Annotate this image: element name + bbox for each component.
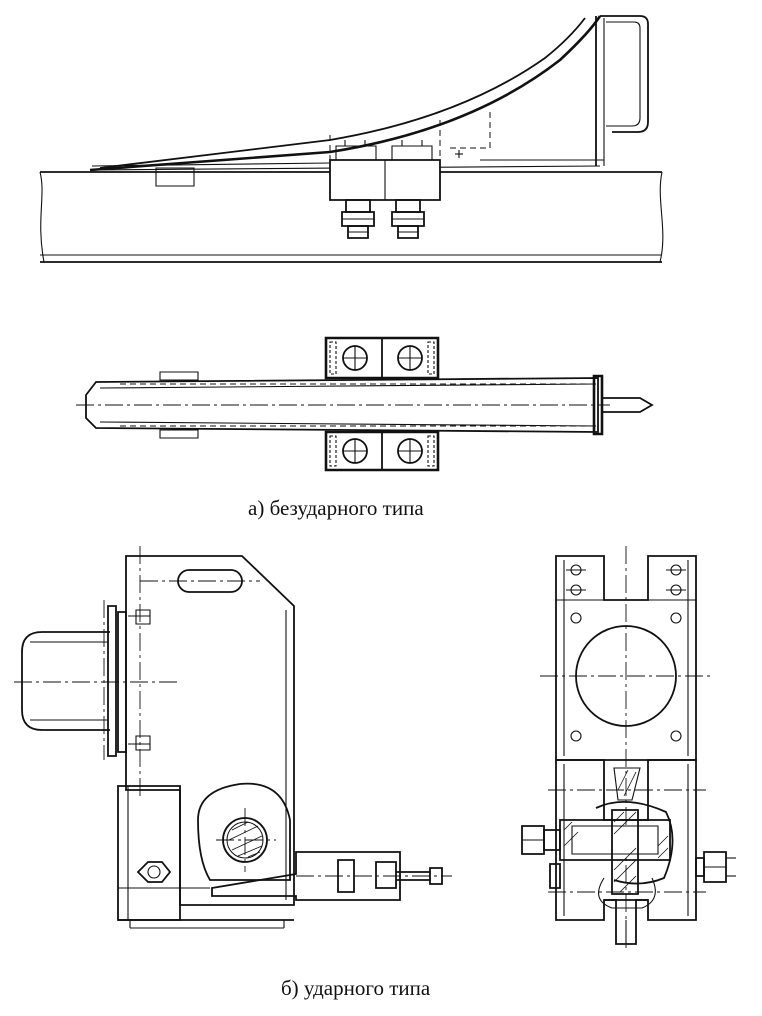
bolts-front <box>522 826 736 888</box>
clamp-assembly <box>330 140 440 238</box>
hidden-lines-a <box>330 112 490 172</box>
lower-frame <box>548 760 706 920</box>
ramp-skid <box>90 16 600 170</box>
upper-frame <box>540 546 712 948</box>
clamp-plan-top <box>326 338 438 378</box>
caption-non-impact: а) безударного типа <box>248 496 424 520</box>
pivot-hub <box>198 784 290 880</box>
skid-plan <box>76 372 652 438</box>
rail-plate <box>156 168 194 186</box>
bottom-tab <box>604 900 648 944</box>
lower-housing <box>118 786 294 928</box>
bracket-plate <box>126 546 294 905</box>
striker-lever <box>212 852 452 900</box>
clamp-plan-bottom <box>326 432 438 470</box>
caption-impact: б) ударного типа <box>281 976 431 1000</box>
stop-handle <box>480 16 648 166</box>
